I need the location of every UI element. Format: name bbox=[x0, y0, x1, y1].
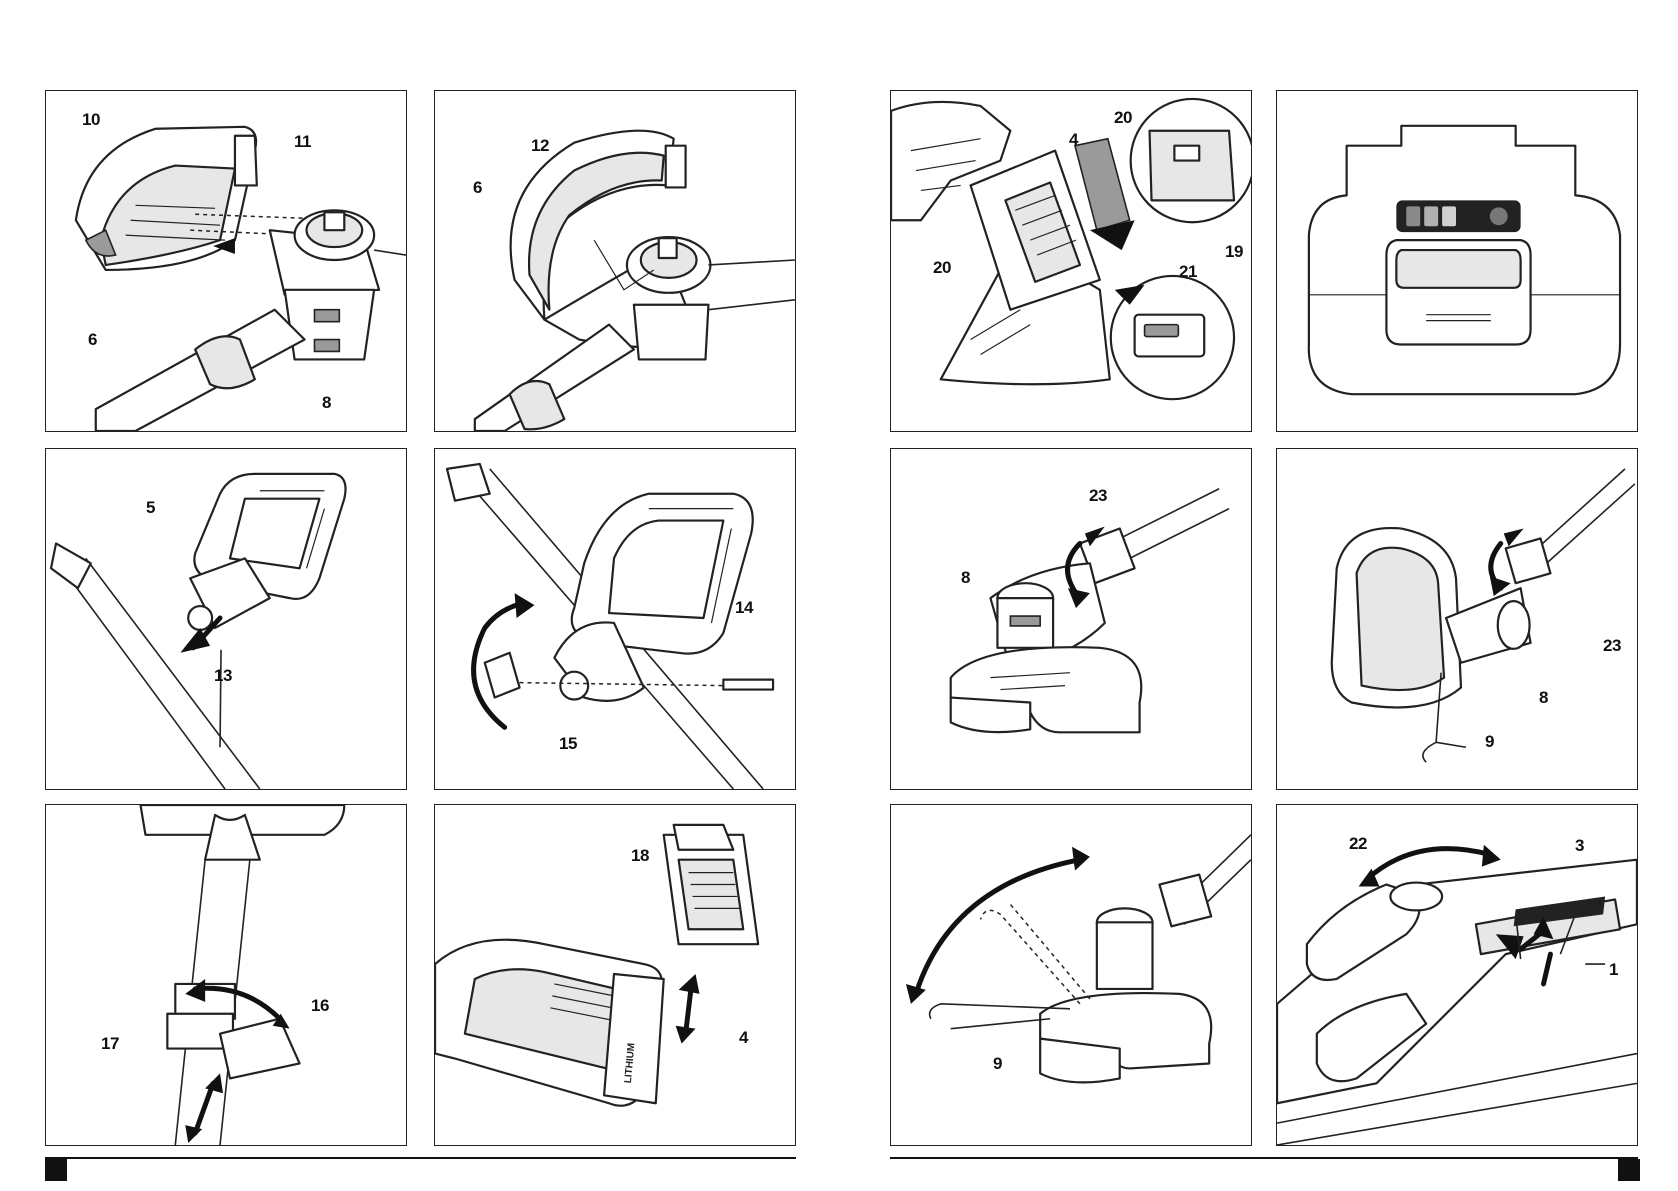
edge-guide-illustration bbox=[891, 805, 1251, 1145]
figure-height-adjust: 16 17 bbox=[45, 804, 407, 1146]
handle-remove-illustration bbox=[46, 449, 406, 789]
figure-head-edging: 23 8 9 bbox=[1276, 448, 1638, 790]
callout-label: 6 bbox=[88, 331, 97, 348]
callout-label: 5 bbox=[146, 499, 155, 516]
callout-label: 12 bbox=[531, 137, 549, 154]
callout-label: 20 bbox=[933, 259, 951, 276]
page-corner-mark-left bbox=[45, 1159, 67, 1181]
callout-label: 1 bbox=[1609, 961, 1618, 978]
callout-label: 17 bbox=[101, 1035, 119, 1052]
callout-label: 22 bbox=[1349, 835, 1367, 852]
callout-label: 16 bbox=[311, 997, 329, 1014]
callout-label: 13 bbox=[214, 667, 232, 684]
figure-guard-fitted: 12 6 bbox=[434, 90, 796, 432]
head-rotate-illustration bbox=[891, 449, 1251, 789]
figure-charger-indicator bbox=[1276, 90, 1638, 432]
figure-handle-fit: 14 15 bbox=[434, 448, 796, 790]
page-rule-left bbox=[45, 1157, 796, 1159]
figure-battery-insert: LITHIUM 18 4 bbox=[434, 804, 796, 1146]
height-adjust-illustration bbox=[46, 805, 406, 1145]
battery-insert-illustration: LITHIUM bbox=[435, 805, 795, 1145]
figure-head-rotate: 23 8 bbox=[890, 448, 1252, 790]
callout-label: 4 bbox=[739, 1029, 748, 1046]
callout-label: 15 bbox=[559, 735, 577, 752]
callout-label: 6 bbox=[473, 179, 482, 196]
callout-label: 9 bbox=[993, 1055, 1002, 1072]
guard-fitted-illustration bbox=[435, 91, 795, 431]
figure-switch-operation: 22 3 1 bbox=[1276, 804, 1638, 1146]
callout-label: 8 bbox=[961, 569, 970, 586]
figure-guard-attach: 10 11 6 8 bbox=[45, 90, 407, 432]
page-corner-mark-right bbox=[1618, 1159, 1640, 1181]
charger-indicator-illustration bbox=[1277, 91, 1637, 431]
figure-handle-remove: 5 13 bbox=[45, 448, 407, 790]
head-edging-illustration bbox=[1277, 449, 1637, 789]
switch-operation-illustration bbox=[1277, 805, 1637, 1145]
callout-label: 3 bbox=[1575, 837, 1584, 854]
callout-label: 23 bbox=[1603, 637, 1621, 654]
callout-label: 19 bbox=[1225, 243, 1243, 260]
guard-attach-illustration bbox=[46, 91, 406, 431]
callout-label: 8 bbox=[322, 394, 331, 411]
callout-label: 18 bbox=[631, 847, 649, 864]
callout-label: 10 bbox=[82, 111, 100, 128]
page-rule-right bbox=[890, 1157, 1638, 1159]
callout-label: 8 bbox=[1539, 689, 1548, 706]
figure-edge-guide: 9 bbox=[890, 804, 1252, 1146]
callout-label: 4 bbox=[1069, 131, 1078, 148]
callout-label: 9 bbox=[1485, 733, 1494, 750]
callout-label: 23 bbox=[1089, 487, 1107, 504]
callout-label: 21 bbox=[1179, 263, 1197, 280]
callout-label: 14 bbox=[735, 599, 753, 616]
handle-fit-illustration bbox=[435, 449, 795, 789]
callout-label: 20 bbox=[1114, 109, 1132, 126]
callout-label: 11 bbox=[294, 133, 311, 150]
figure-battery-charging: 20 4 19 20 21 bbox=[890, 90, 1252, 432]
